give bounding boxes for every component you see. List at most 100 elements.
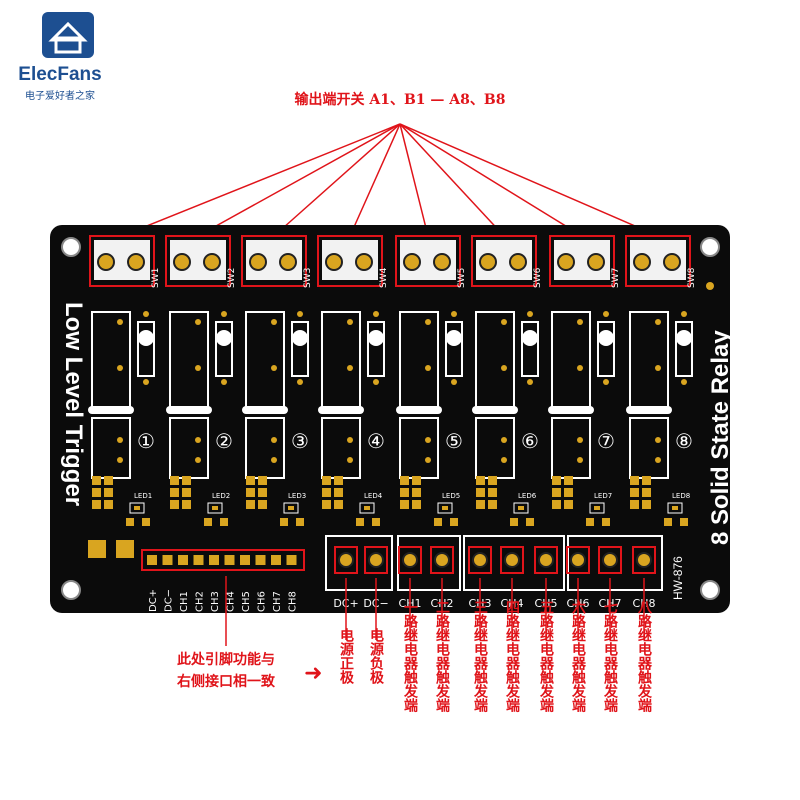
component-pad: [681, 311, 687, 317]
annotation-line: [273, 123, 401, 237]
component-outline: [367, 321, 385, 377]
smd-pad: [334, 488, 343, 497]
relay-pad: [577, 437, 583, 443]
smd-pad: [552, 488, 561, 497]
smd-pad: [356, 518, 364, 526]
mount-hole: [61, 237, 81, 257]
smd-pad: [258, 476, 267, 485]
smd-pad: [412, 476, 421, 485]
smd-pad: [246, 488, 255, 497]
smd-pad: [258, 488, 267, 497]
relay-pad: [501, 319, 507, 325]
led-pad: [364, 506, 370, 510]
led-label: LED3: [288, 492, 306, 500]
smd-pad: [182, 500, 191, 509]
smd-pad: [642, 488, 651, 497]
right-arrow-icon: ➜: [304, 661, 322, 686]
terminal-highlight: [632, 546, 656, 574]
smd-pad: [488, 488, 497, 497]
smd-pad: [92, 500, 101, 509]
terminal-highlight: [534, 546, 558, 574]
component-pad: [297, 311, 303, 317]
smd-pad: [280, 518, 288, 526]
smd-pad: [564, 488, 573, 497]
relay-pad: [347, 319, 353, 325]
logo-house-icon: [54, 36, 82, 54]
smd-pad: [246, 476, 255, 485]
header-pin: [240, 555, 250, 565]
relay-divider: [318, 406, 364, 414]
smd-pad: [220, 518, 228, 526]
terminal-description: 一路继电器触发端: [402, 600, 419, 713]
component-body: [598, 330, 614, 346]
led-outline: [667, 502, 683, 514]
terminal-description: 八路继电器触发端: [636, 600, 653, 713]
component-pad: [681, 379, 687, 385]
smd-pad: [642, 500, 651, 509]
switch-label: SW7: [611, 268, 621, 288]
header-pin: [209, 555, 219, 565]
led-pad: [594, 506, 600, 510]
channel-number: ⑧: [675, 429, 693, 453]
component-pad: [143, 311, 149, 317]
relay-divider: [242, 406, 288, 414]
led-pad: [518, 506, 524, 510]
header-pin-label: CH5: [241, 591, 252, 612]
smd-pad: [526, 518, 534, 526]
screw-pad: [587, 253, 605, 271]
channel-number: ⑦: [597, 429, 615, 453]
header-pin-label: CH6: [257, 591, 268, 612]
smd-pad: [664, 518, 672, 526]
led-outline: [513, 502, 529, 514]
channel-number: ④: [367, 429, 385, 453]
terminal-description: 二路继电器触发端: [434, 600, 451, 713]
component-outline: [445, 321, 463, 377]
screw-pad: [433, 253, 451, 271]
terminal-pad: [434, 552, 450, 568]
terminal-pad: [402, 552, 418, 568]
relay-divider: [472, 406, 518, 414]
component-outline: [291, 321, 309, 377]
header-pin-label: CH8: [288, 591, 299, 612]
relay-pad: [117, 319, 123, 325]
led-pad: [672, 506, 678, 510]
screw-pad: [173, 253, 191, 271]
terminal-description: 六路继电器触发端: [570, 599, 587, 713]
smd-pad: [434, 518, 442, 526]
annotation-lines: [121, 123, 659, 237]
header-pin: [255, 555, 266, 565]
mount-hole: [700, 580, 720, 600]
relay-pad: [655, 457, 661, 463]
smd-pad: [92, 488, 101, 497]
model-label: HW-876: [671, 556, 685, 600]
relay-pad: [577, 365, 583, 371]
switch-label: SW1: [151, 268, 161, 288]
component-pad: [373, 311, 379, 317]
relay-divider: [88, 406, 134, 414]
smd-pad: [630, 488, 639, 497]
smd-pad: [400, 500, 409, 509]
led-outline: [359, 502, 375, 514]
header-pin-label: DC−: [164, 589, 175, 612]
header-pin-label: DC+: [148, 589, 159, 612]
led-label: LED4: [364, 492, 383, 500]
screw-pad: [279, 253, 297, 271]
component-pad: [603, 379, 609, 385]
header-pin-label: CH1: [179, 591, 190, 612]
component-outline: [675, 321, 693, 377]
smd-pad: [552, 500, 561, 509]
smd-pad: [630, 476, 639, 485]
smd-pad: [552, 476, 561, 485]
smd-pad: [204, 518, 212, 526]
relay-divider: [626, 406, 672, 414]
terminal-pad: [636, 552, 652, 568]
smd-pad: [104, 500, 113, 509]
component-outline: [597, 321, 615, 377]
switch-highlight: [165, 235, 231, 287]
mount-hole: [61, 580, 81, 600]
smd-pad: [476, 476, 485, 485]
led-label: LED5: [442, 492, 460, 500]
smd-pad: [322, 500, 331, 509]
smd-pad: [488, 500, 497, 509]
